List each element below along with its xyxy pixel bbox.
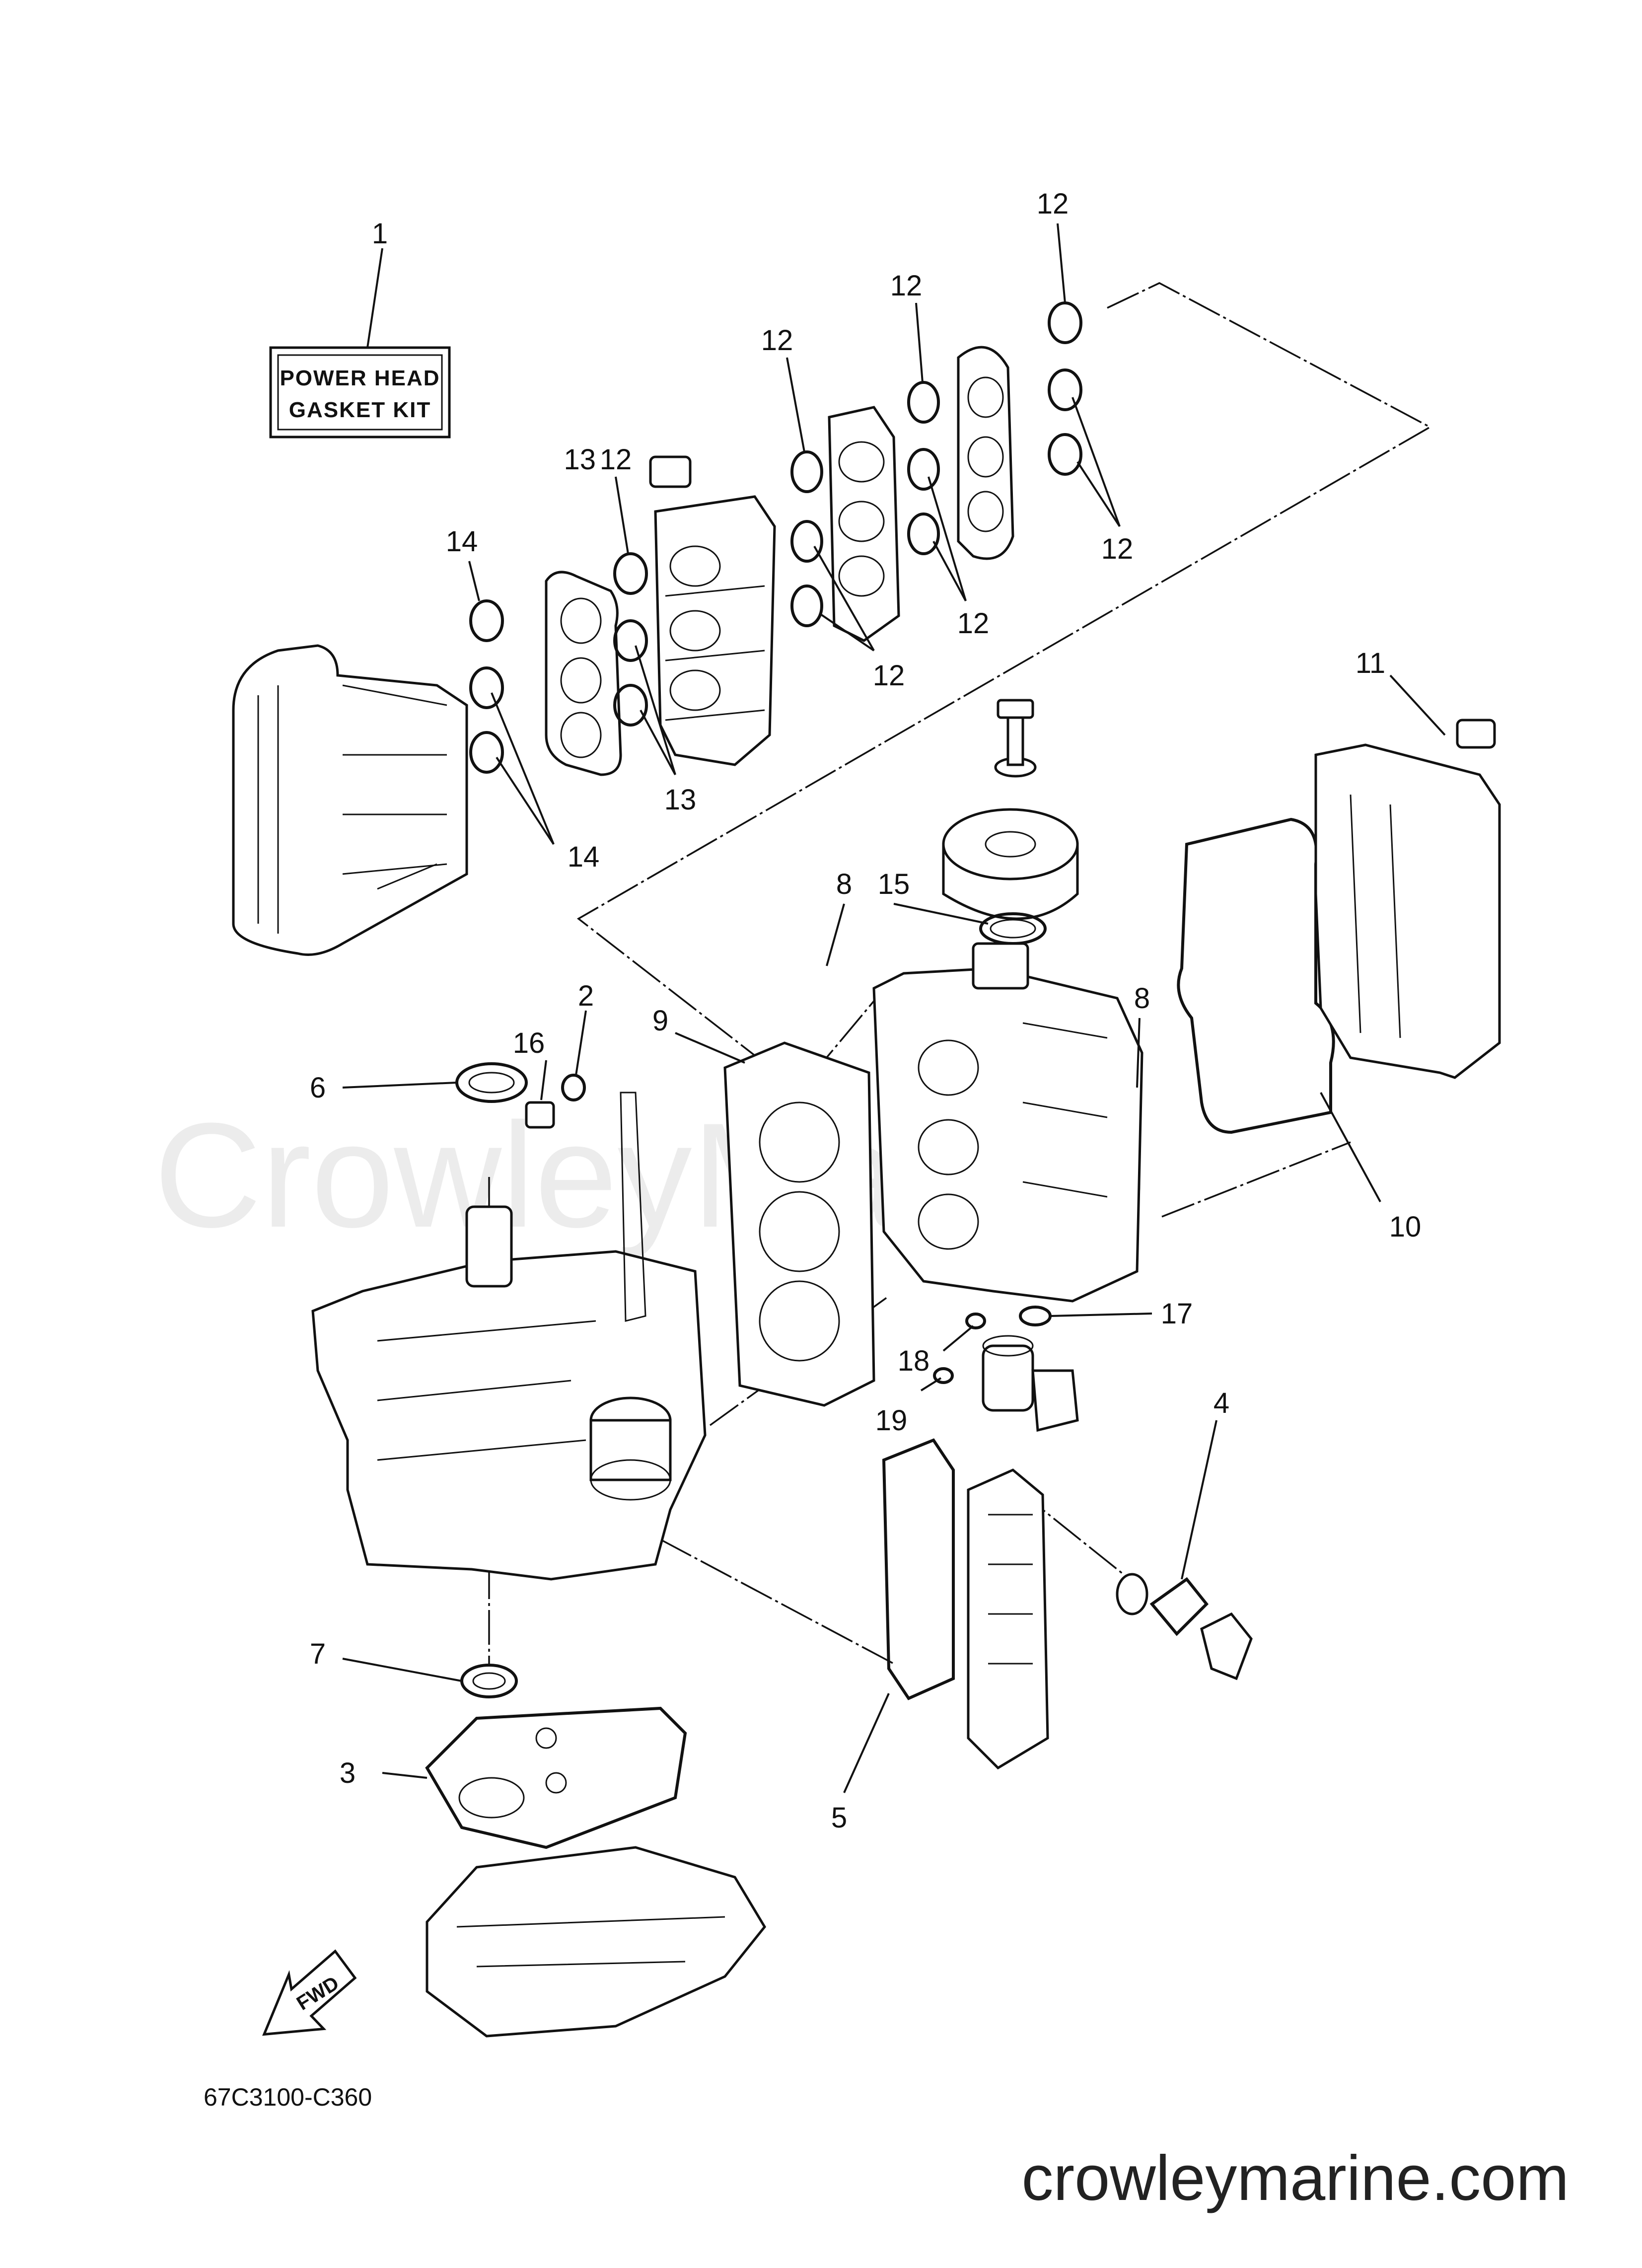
callout-17: 17 <box>1161 1298 1193 1330</box>
callout-15: 15 <box>878 868 910 900</box>
site-url: crowleymarine.com <box>1022 2143 1570 2214</box>
exhaust-cover-gasket <box>882 1438 955 1700</box>
callout-12f: 12 <box>873 659 905 692</box>
callout-14b: 14 <box>568 841 600 873</box>
intake-silencer <box>232 644 468 956</box>
callout-12a: 12 <box>1037 188 1069 220</box>
callout-18: 18 <box>898 1345 930 1377</box>
callout-14a: 14 <box>446 525 478 558</box>
callout-12b: 12 <box>890 270 923 302</box>
callouts: 1 2 3 4 5 6 7 8 8 9 10 11 12 12 12 12 12… <box>310 188 1421 1834</box>
oil-pan <box>426 1846 767 2038</box>
cylinder-head <box>872 942 1143 1303</box>
callout-9: 9 <box>652 1005 668 1037</box>
callout-10: 10 <box>1389 1211 1422 1243</box>
pump-assembly <box>933 1306 1079 1432</box>
callout-13a: 13 <box>564 443 596 476</box>
callout-12d: 12 <box>1101 533 1134 565</box>
callout-1: 1 <box>372 218 388 250</box>
o-ring-2 <box>561 1074 586 1101</box>
callout-7: 7 <box>310 1638 326 1670</box>
intake-manifold <box>957 346 1014 560</box>
o-rings <box>469 301 1082 774</box>
callout-8a: 8 <box>836 868 852 900</box>
kit-label-box: POWER HEAD GASKET KIT <box>269 346 451 439</box>
callout-3: 3 <box>340 1757 356 1789</box>
cylinder-block <box>311 1092 707 1581</box>
exhaust-cover <box>967 1468 1049 1770</box>
callout-19: 19 <box>875 1404 908 1437</box>
callout-12g: 12 <box>600 443 632 476</box>
fwd-arrow-icon: FWD <box>262 1949 357 2036</box>
oil-pan-gasket <box>425 1706 687 1849</box>
part-code: 67C3100-C360 <box>204 2083 372 2111</box>
cylinder-head-gasket <box>723 1041 875 1407</box>
callout-16: 16 <box>513 1027 545 1059</box>
callout-8b: 8 <box>1134 982 1150 1015</box>
kit-label-line-1: POWER HEAD <box>280 366 440 390</box>
flywheel <box>942 699 1079 920</box>
kit-label-line-2: GASKET KIT <box>289 398 431 422</box>
callout-4: 4 <box>1214 1387 1229 1419</box>
leader-lines <box>342 223 1446 1793</box>
callout-12e: 12 <box>957 607 990 640</box>
callout-11: 11 <box>1356 647 1385 679</box>
head-cover-gasket <box>1177 817 1335 1134</box>
callout-6: 6 <box>310 1072 326 1104</box>
callout-5: 5 <box>831 1802 847 1834</box>
reed-valve-plate <box>828 406 900 642</box>
cylinder-head-cover <box>1314 719 1501 1079</box>
thermostat-parts <box>1116 1573 1253 1681</box>
callout-2: 2 <box>578 980 594 1012</box>
intake-gasket-plate <box>545 571 622 776</box>
carburetor-assembly <box>649 455 776 766</box>
callout-13b: 13 <box>664 784 697 816</box>
callout-12c: 12 <box>761 324 793 357</box>
plug-16 <box>525 1101 555 1129</box>
